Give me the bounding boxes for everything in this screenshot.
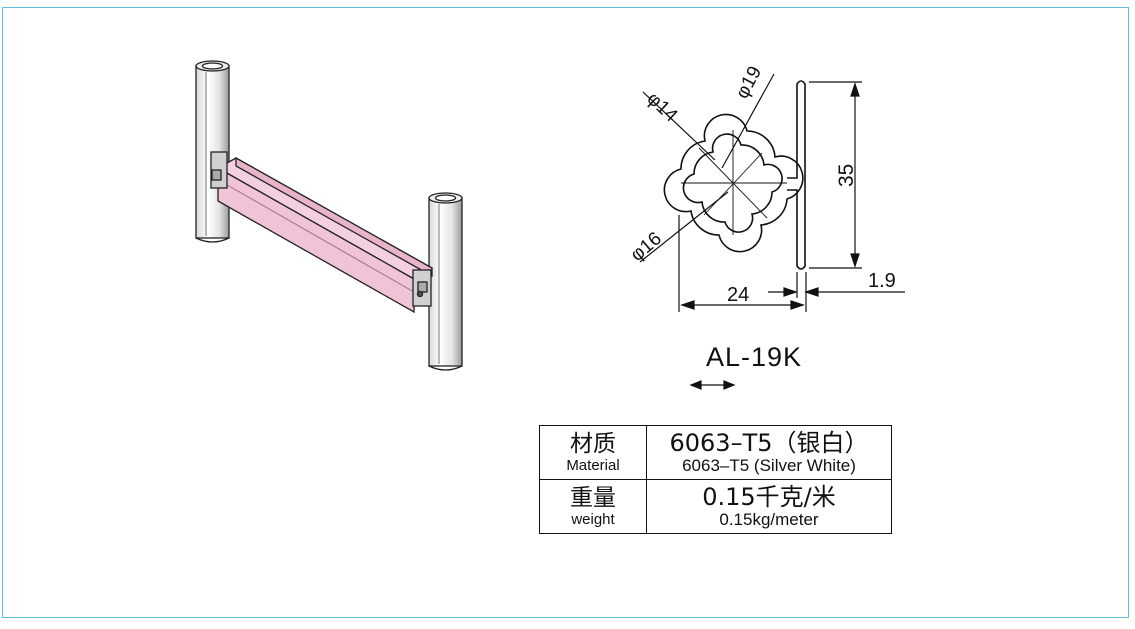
- page-frame: [2, 7, 1129, 618]
- weight-value-zh: 0.15千克/米: [702, 483, 836, 511]
- weight-row: 重量 weight 0.15千克/米 0.15kg/meter: [539, 479, 892, 534]
- material-value-cell: 6063–T5（银白） 6063–T5 (Silver White): [646, 425, 892, 480]
- right-pipe: [428, 192, 463, 371]
- assembly-illustration: [195, 60, 463, 371]
- dim-label-width: 24: [727, 284, 749, 306]
- weight-label-zh: 重量: [570, 484, 616, 511]
- dim-label-height: 35: [835, 164, 858, 187]
- dim-label-thickness: 1.9: [868, 270, 896, 292]
- weight-value-en: 0.15kg/meter: [719, 510, 819, 529]
- material-value-zh: 6063–T5（银白）: [669, 429, 869, 457]
- profile-model-label: AL-19K: [706, 342, 803, 372]
- profile-cross-section: [663, 80, 806, 270]
- left-joint: [210, 151, 228, 189]
- dim-label-phi16: φ16: [627, 228, 666, 266]
- material-row: 材质 Material 6063–T5（银白） 6063–T5 (Silver …: [539, 425, 892, 480]
- material-label-zh: 材质: [570, 430, 616, 457]
- profile-t-stem: [787, 80, 806, 270]
- material-label-cell: 材质 Material: [539, 425, 647, 480]
- weight-label-en: weight: [571, 510, 615, 528]
- right-joint: [412, 269, 432, 307]
- profile-inner-outline: [682, 133, 783, 233]
- weight-label-cell: 重量 weight: [539, 479, 647, 534]
- weight-value-cell: 0.15千克/米 0.15kg/meter: [646, 479, 892, 534]
- spec-table: 材质 Material 6063–T5（银白） 6063–T5 (Silver …: [539, 425, 892, 534]
- profile-bar: [216, 156, 434, 314]
- material-label-en: Material: [566, 456, 620, 474]
- dimension-lines: [639, 73, 905, 390]
- material-value-en: 6063–T5 (Silver White): [682, 456, 856, 475]
- dim-label-phi14: φ14: [643, 88, 682, 126]
- profile-outer-outline: [663, 113, 804, 253]
